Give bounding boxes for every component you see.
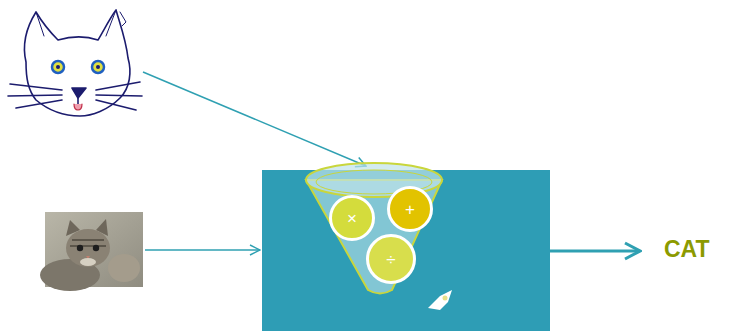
input-arrow (145, 249, 260, 251)
output-arrow (550, 250, 640, 253)
cat-eyes (52, 61, 104, 73)
funnel (306, 163, 442, 294)
operator-circle: + (387, 186, 433, 232)
operator-symbol: ÷ (386, 251, 395, 268)
operator-circle: ÷ (366, 234, 416, 284)
operator-circle: × (329, 195, 375, 241)
operator-symbol: + (405, 201, 415, 218)
cat-sketch (8, 10, 142, 116)
output-label: CAT (664, 236, 710, 263)
kitten-photo (40, 212, 143, 291)
paper-bird (428, 290, 452, 310)
processing-panel (262, 170, 550, 331)
drop-dot (443, 296, 448, 301)
operator-symbol: × (347, 210, 357, 227)
input-arrow (143, 72, 366, 166)
